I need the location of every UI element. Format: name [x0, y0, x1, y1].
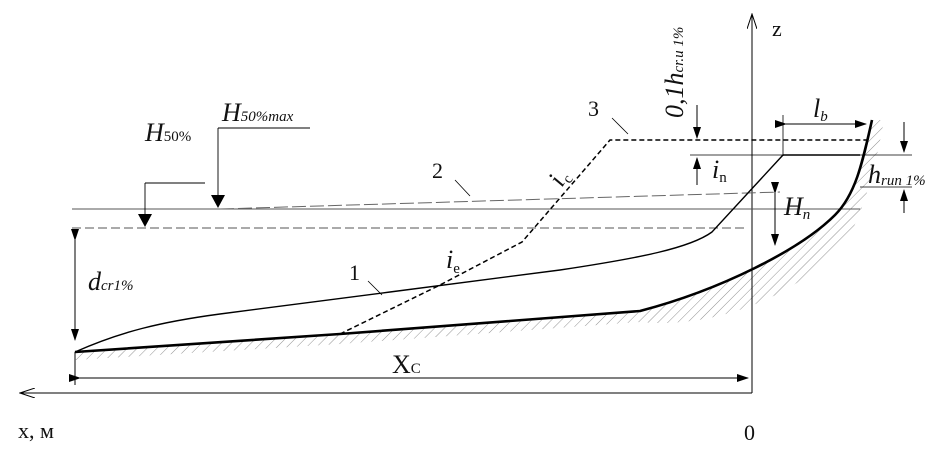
label-ic: ic [542, 164, 577, 192]
leader-3 [611, 117, 629, 135]
h50-level-marker [138, 214, 152, 227]
profile-number-1: 1 [349, 260, 360, 285]
label-in: in [712, 155, 727, 186]
label-ie: ie [446, 245, 460, 277]
label-h50max: H50%max [221, 98, 294, 127]
leader-1 [367, 280, 383, 296]
wave-setup-line [219, 191, 781, 210]
axis-label-z: z [772, 16, 782, 41]
label-hn: Hn [783, 192, 810, 223]
axis-label-origin: 0 [744, 420, 755, 445]
axis-label-x: x, м [18, 418, 54, 443]
profile-number-2: 2 [432, 158, 443, 183]
leader-2 [454, 179, 471, 197]
seabed-hatching [75, 120, 884, 360]
label-crest: 0,1hcr.u 1% [660, 27, 689, 118]
h50max-level-marker [211, 195, 225, 208]
seabed-profile-line [74, 119, 874, 354]
profile-number-3: 3 [588, 96, 599, 121]
profile-3-dashed-line [339, 139, 868, 335]
label-lb: lb [813, 94, 828, 125]
label-hrun: hrun 1% [868, 160, 926, 189]
label-h50: H50% [144, 118, 191, 147]
label-dcr: dcr1% [88, 267, 134, 296]
profile-1-line [74, 154, 860, 353]
label-xc: XC [392, 350, 421, 379]
